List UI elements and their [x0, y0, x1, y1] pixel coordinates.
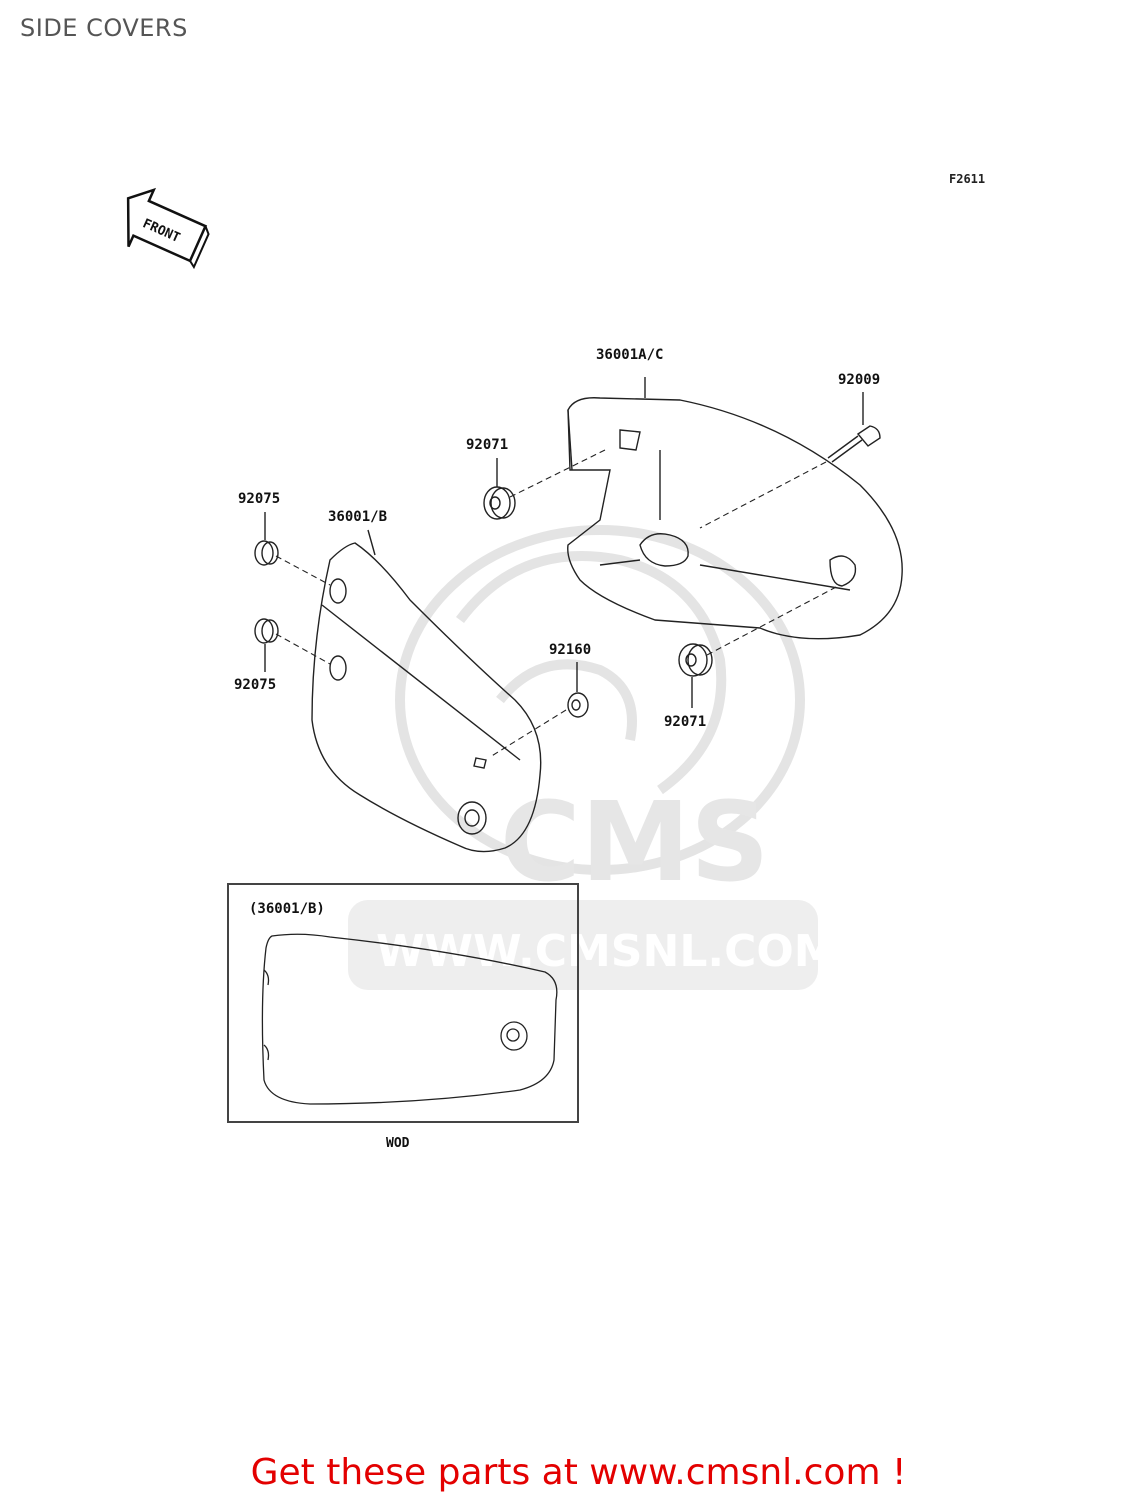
bolt-92009 [827, 425, 881, 463]
side-cover-rear [567, 397, 903, 640]
inset-box: (36001/B) [227, 883, 579, 1123]
callout-92009: 92009 [838, 372, 881, 388]
callout-92160: 92160 [549, 642, 592, 658]
callout-92071-bottom: 92071 [664, 714, 707, 730]
grommet-92075-bottom [254, 618, 279, 644]
grommet-92071-top [483, 486, 516, 520]
callout-36001ac: 36001A/C [596, 347, 664, 363]
callout-92071-top: 92071 [466, 437, 509, 453]
grommet-92075-top [254, 540, 279, 566]
diagram-code: F2611 [949, 172, 986, 186]
side-cover-front [311, 542, 542, 853]
callout-92075-bottom: 92075 [234, 677, 277, 693]
watermark-url: WWW.CMSNL.COM [376, 926, 838, 977]
inset-side-cover [261, 933, 558, 1105]
grommet-92071-bottom [678, 643, 713, 677]
watermark-banner [348, 900, 818, 990]
inset-label: (36001/B) [249, 901, 325, 917]
washer-92160 [567, 692, 589, 718]
callout-36001b: 36001/B [328, 509, 388, 525]
page-title: SIDE COVERS [20, 14, 188, 42]
watermark-logo [395, 525, 805, 875]
callout-92075-top: 92075 [238, 491, 281, 507]
front-arrow-icon: FRONT [126, 187, 210, 270]
footer-link[interactable]: Get these parts at www.cmsnl.com ! [250, 1452, 907, 1493]
variant-code: WOD [386, 1136, 410, 1151]
